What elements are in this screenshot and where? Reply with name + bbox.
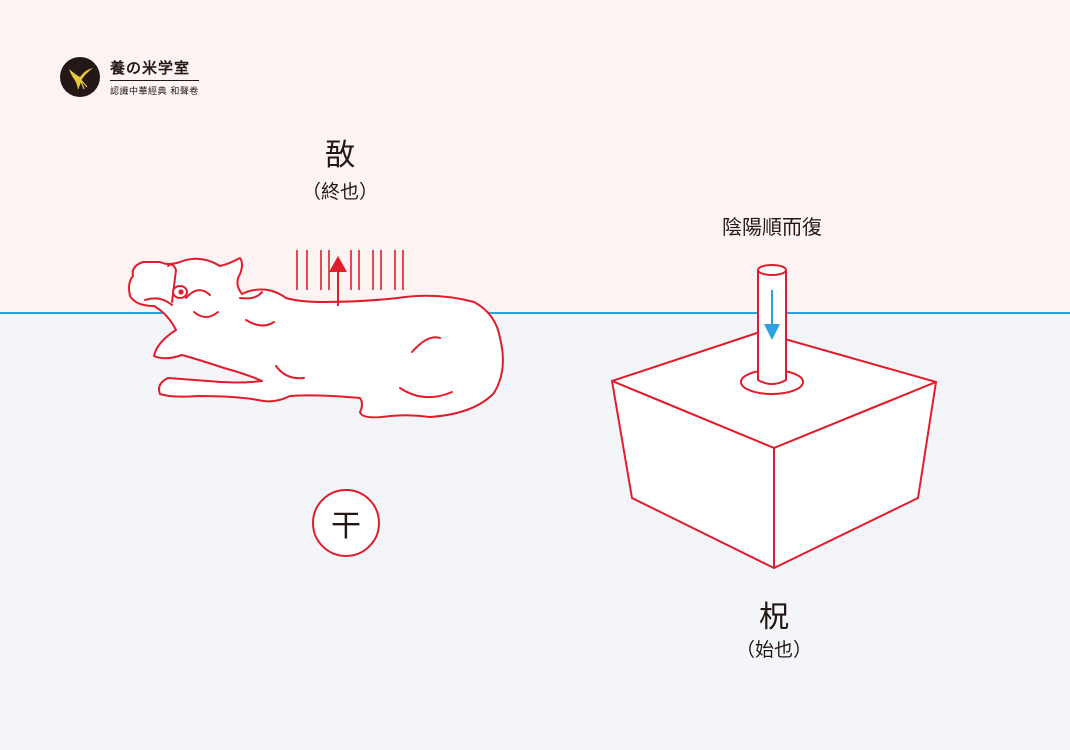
- box-instrument-icon: [611, 264, 937, 569]
- gan-badge: 干: [312, 489, 380, 557]
- tiger-instrument-icon: [128, 257, 504, 419]
- horizon-line: [0, 312, 1070, 314]
- yu-gloss: （終也）: [301, 181, 378, 203]
- logo-title: 養の米学室: [110, 57, 199, 81]
- bird-emblem-icon: [60, 57, 100, 97]
- yu-character: 敔: [325, 138, 355, 173]
- tiger-back-stripes: [296, 250, 404, 290]
- zhu-character: 柷: [759, 600, 789, 635]
- zhu-gloss: （始也）: [735, 639, 812, 661]
- logo-subtitle: 認識中華經典 和聲卷: [110, 87, 199, 97]
- down-arrow-icon: [764, 290, 780, 340]
- yinyang-caption: 陰陽順而復: [722, 215, 822, 239]
- logo: 養の米学室 認識中華經典 和聲卷: [60, 57, 199, 97]
- top-background: [0, 0, 1070, 313]
- up-arrow-icon: [329, 256, 347, 306]
